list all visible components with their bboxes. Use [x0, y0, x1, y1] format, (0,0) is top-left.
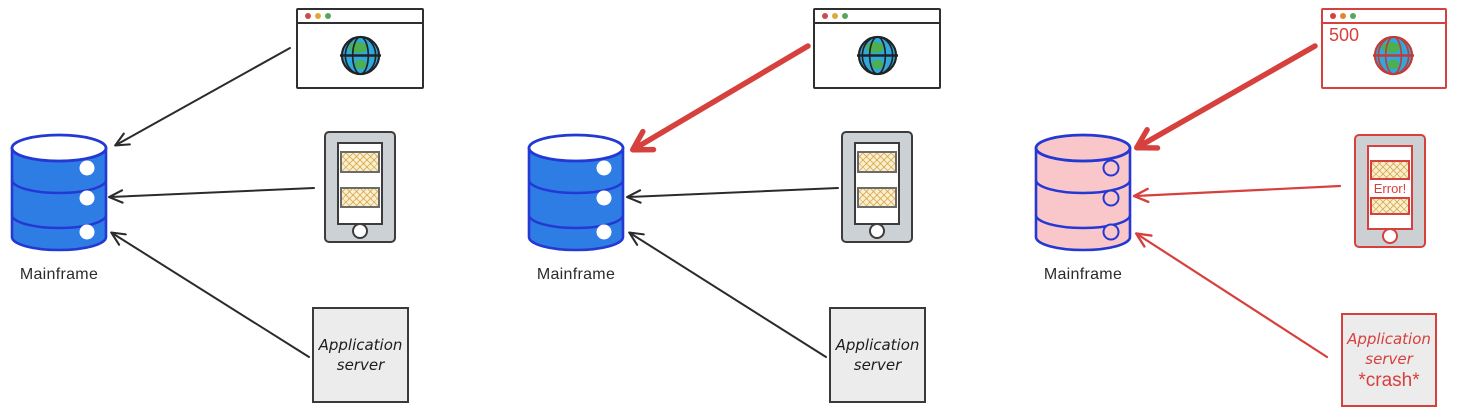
home-button-icon: [1382, 228, 1398, 244]
app-server-label-line2: server: [336, 356, 385, 374]
arrow-browser-to-mainframe: [114, 47, 291, 147]
traffic-dot-orange: [1340, 13, 1346, 19]
database-cylinder-icon-error: [1034, 133, 1132, 252]
app-server-label-line2: server: [1365, 349, 1413, 368]
traffic-dot-red: [822, 13, 828, 19]
app-server-label-line1: Application: [1347, 329, 1431, 348]
phone-content-block: [857, 151, 897, 173]
traffic-dot-yellow: [832, 13, 838, 19]
mobile-device-icon-error: Error!: [1354, 134, 1426, 248]
browser-titlebar: [1323, 10, 1445, 24]
app-server-label-line1: Application: [318, 336, 403, 354]
globe-icon-error: [1372, 35, 1414, 76]
mainframe-label: Mainframe: [1043, 266, 1123, 283]
application-server-box: Application server: [829, 307, 926, 403]
phone-content-block: [857, 187, 897, 208]
traffic-dot-red: [1330, 13, 1336, 19]
app-server-label-line1: Application: [835, 336, 920, 354]
phone-error-text: Error!: [1373, 181, 1407, 196]
globe-icon: [856, 35, 898, 76]
database-cylinder-icon: [10, 133, 108, 252]
arrow-appserver-to-mainframe: [628, 231, 827, 358]
application-server-box-crashed: Application server *crash*: [1341, 313, 1437, 407]
traffic-dot-red: [305, 13, 311, 19]
arrow-browser-to-mainframe-highlighted: [630, 43, 811, 153]
browser-body: [815, 24, 939, 87]
phone-content-block: [1370, 197, 1410, 215]
phone-screen: Error!: [1367, 145, 1413, 230]
arrow-phone-to-mainframe-error: [1132, 184, 1342, 204]
home-button-icon: [869, 223, 885, 239]
arrow-phone-to-mainframe: [108, 187, 315, 204]
traffic-dot-green: [325, 13, 331, 19]
application-server-box: Application server: [312, 307, 409, 403]
arrow-appserver-to-mainframe-error: [1134, 232, 1329, 359]
browser-window-icon: [813, 8, 941, 89]
browser-body: [298, 24, 422, 87]
mobile-device-icon: [841, 131, 913, 243]
browser-titlebar: [815, 10, 939, 24]
app-server-crash-text: *crash*: [1358, 369, 1420, 391]
arrow-phone-to-mainframe: [626, 187, 839, 204]
home-button-icon: [352, 223, 368, 239]
arrow-browser-to-mainframe-error: [1133, 43, 1318, 151]
browser-body: 500: [1323, 24, 1445, 87]
browser-window-icon-error: 500: [1321, 8, 1447, 89]
mobile-device-icon: [324, 131, 396, 243]
globe-icon: [339, 35, 381, 76]
phone-content-block: [1370, 160, 1410, 180]
phone-screen: [337, 142, 383, 225]
app-server-label-line2: server: [853, 356, 902, 374]
phone-screen: [854, 142, 900, 225]
mainframe-label: Mainframe: [19, 266, 99, 283]
phone-content-block: [340, 151, 380, 173]
browser-titlebar: [298, 10, 422, 24]
traffic-dot-green: [1350, 13, 1356, 19]
traffic-dot-green: [842, 13, 848, 19]
traffic-dot-yellow: [315, 13, 321, 19]
database-cylinder-icon: [527, 133, 625, 252]
phone-content-block: [340, 187, 380, 208]
arrow-appserver-to-mainframe: [110, 231, 310, 358]
browser-window-icon: [296, 8, 424, 89]
mainframe-label: Mainframe: [536, 266, 616, 283]
http-500-status: 500: [1329, 25, 1360, 45]
